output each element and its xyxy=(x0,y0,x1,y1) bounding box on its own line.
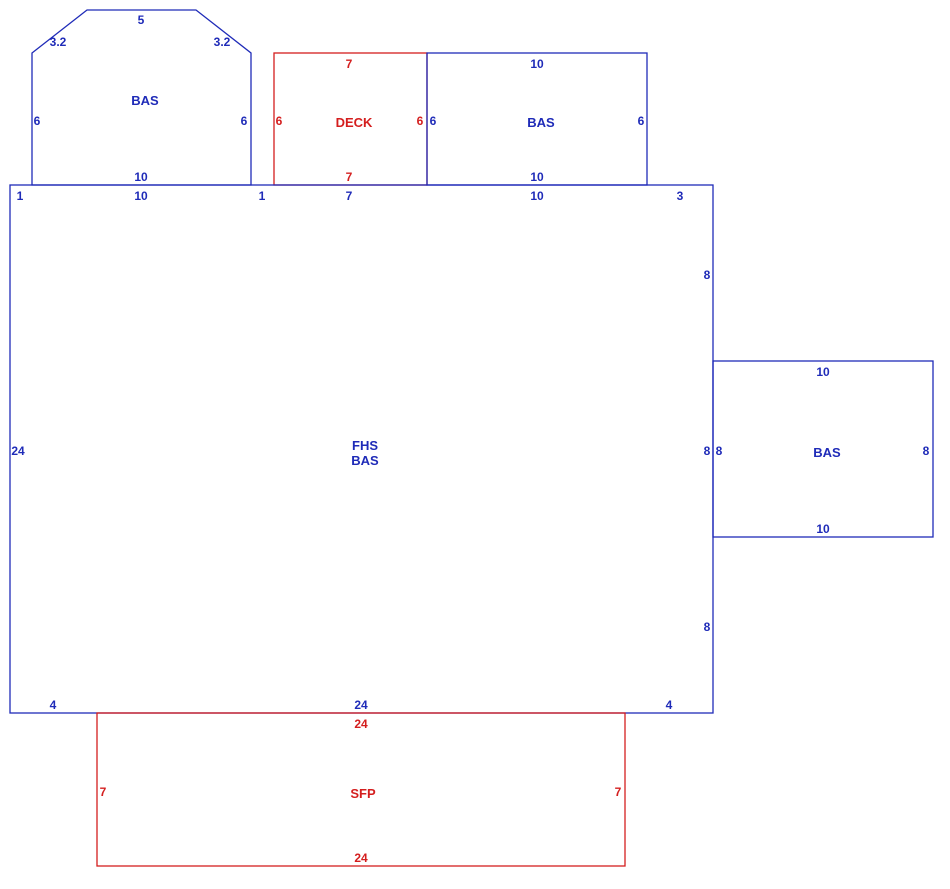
deck-dim-top: 7 xyxy=(346,57,353,71)
sfp-area: SFP 24 7 7 24 xyxy=(96,712,626,867)
deck-dim-right: 6 xyxy=(417,114,424,128)
bas-octagon-dim-top-left: 3.2 xyxy=(50,35,67,49)
bas-octagon-dim-left: 6 xyxy=(34,114,41,128)
bas-top-right-area: BAS 10 6 6 10 xyxy=(426,52,648,186)
main-dim-bottom-4-left: 4 xyxy=(50,698,57,712)
bas-side-dim-bottom: 10 xyxy=(816,522,830,536)
bas-octagon-dim-top: 5 xyxy=(138,13,145,27)
sfp-dim-top: 24 xyxy=(354,717,368,731)
bas-side-dim-right: 8 xyxy=(923,444,930,458)
main-dim-bottom-4-right: 4 xyxy=(666,698,673,712)
main-label-line2: BAS xyxy=(351,453,379,468)
bas-octagon-dim-right: 6 xyxy=(241,114,248,128)
sfp-dim-right: 7 xyxy=(615,785,622,799)
main-dim-right-8a: 8 xyxy=(704,268,711,282)
main-dim-top-10b: 10 xyxy=(530,189,544,203)
main-area: FHS BAS 1 10 1 7 10 3 8 8 8 24 4 24 4 xyxy=(9,184,714,714)
sfp-dim-bottom: 24 xyxy=(354,851,368,865)
bas-side-area: BAS 10 8 8 10 xyxy=(712,360,934,538)
bas-octagon-area: BAS 5 3.2 3.2 6 6 10 xyxy=(31,9,252,186)
bas-top-right-dim-bottom: 10 xyxy=(530,170,544,184)
main-dim-left: 24 xyxy=(11,444,25,458)
bas-side-label: BAS xyxy=(813,445,841,460)
bas-octagon-dim-bottom: 10 xyxy=(134,170,148,184)
deck-dim-left: 6 xyxy=(276,114,283,128)
main-dim-top-3: 3 xyxy=(677,189,684,203)
deck-area: DECK 7 6 6 7 xyxy=(273,52,428,186)
sfp-outline xyxy=(96,712,626,867)
main-dim-right-8c: 8 xyxy=(704,620,711,634)
bas-top-right-dim-left: 6 xyxy=(430,114,437,128)
main-dim-top-7: 7 xyxy=(346,189,353,203)
deck-dim-bottom: 7 xyxy=(346,170,353,184)
main-dim-right-8b: 8 xyxy=(704,444,711,458)
main-dim-top-1: 1 xyxy=(17,189,24,203)
sfp-dim-left: 7 xyxy=(100,785,107,799)
main-dim-top-10: 10 xyxy=(134,189,148,203)
bas-top-right-label: BAS xyxy=(527,115,555,130)
bas-octagon-dim-top-right: 3.2 xyxy=(214,35,231,49)
bas-side-dim-left: 8 xyxy=(716,444,723,458)
main-dim-top-1b: 1 xyxy=(259,189,266,203)
main-dim-bottom-24: 24 xyxy=(354,698,368,712)
main-label-line1: FHS xyxy=(352,438,378,453)
bas-side-dim-top: 10 xyxy=(816,365,830,379)
deck-label: DECK xyxy=(336,115,373,130)
bas-top-right-dim-top: 10 xyxy=(530,57,544,71)
bas-top-right-dim-right: 6 xyxy=(638,114,645,128)
sfp-label: SFP xyxy=(350,786,376,801)
bas-octagon-label: BAS xyxy=(131,93,159,108)
bas-side-outline xyxy=(712,360,934,538)
